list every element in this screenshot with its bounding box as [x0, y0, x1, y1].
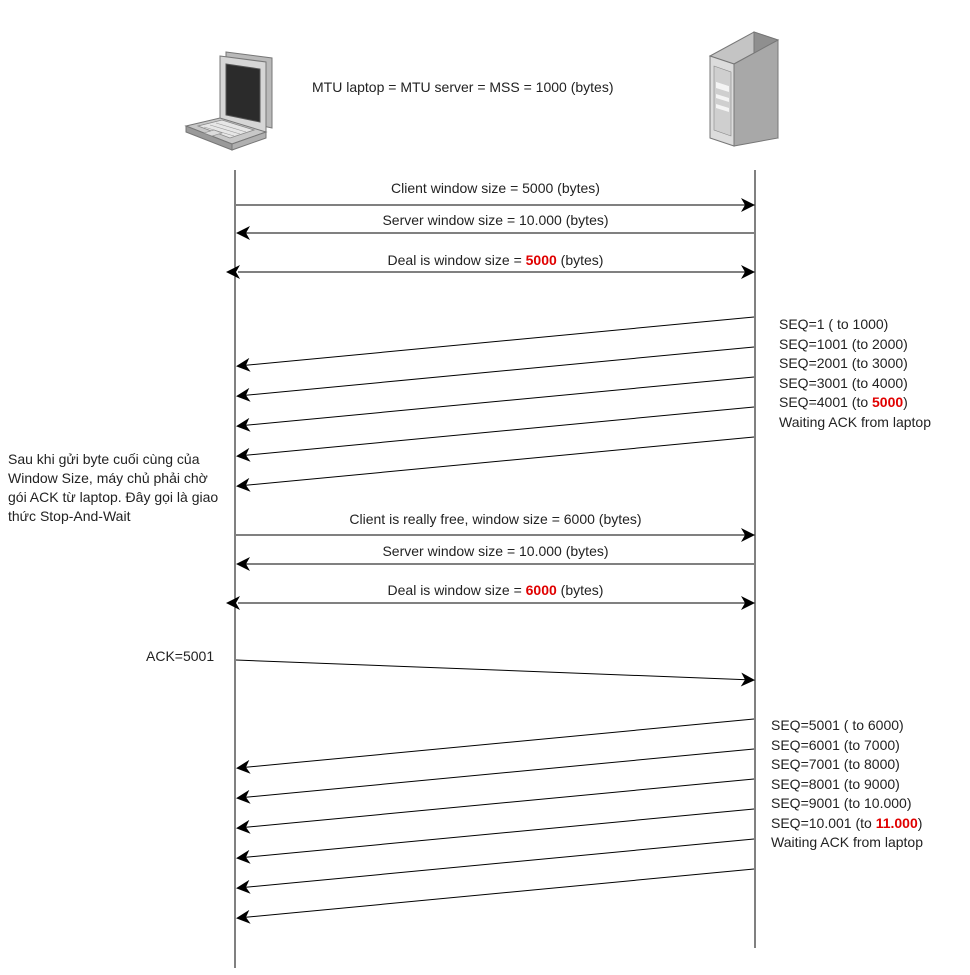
deal-window-label-2: Deal is window size = 6000 (bytes): [236, 581, 755, 601]
arrow-seq: [236, 376, 755, 432]
seq-label: SEQ=1001 (to 2000): [779, 335, 908, 352]
arrow-seq: [236, 436, 755, 492]
seq-label: SEQ=8001 (to 9000): [771, 775, 900, 792]
arrow-seq: [236, 868, 755, 924]
seq-label: SEQ=7001 (to 8000): [771, 756, 900, 772]
arrow-seq: [236, 748, 755, 804]
mtu-label: MTU laptop = MTU server = MSS = 1000 (by…: [312, 79, 614, 95]
deal-suffix: (bytes): [556, 252, 604, 268]
deal-value: 5000: [525, 252, 557, 268]
deal-prefix: Deal is window size =: [387, 582, 526, 598]
deal-value: 6000: [525, 582, 557, 598]
client-window-label: Client window size = 5000 (bytes): [391, 180, 600, 196]
seq-last-prefix: SEQ=10.001 (to: [771, 814, 876, 831]
deal-suffix: (bytes): [556, 582, 604, 598]
waiting-label: Waiting ACK from laptop: [771, 834, 923, 850]
seq-last-suffix: ): [917, 814, 923, 831]
seq-last-prefix: SEQ=4001 (to: [779, 394, 873, 410]
arrow-seq: [236, 778, 755, 834]
deal-window-label: Deal is window size = 5000 (bytes): [236, 251, 755, 271]
seq-list-2: SEQ=5001 ( to 6000) SEQ=6001 (to 7000) S…: [771, 716, 923, 853]
seq-label: SEQ=3001 (to 4000): [779, 374, 908, 391]
seq-label: SEQ=6001 (to 7000): [771, 736, 900, 753]
seq-last-suffix: ): [903, 394, 908, 410]
seq-label: SEQ=1 ( to 1000): [779, 316, 889, 332]
arrow-seq: [236, 808, 755, 864]
server-window-label: Server window size = 10.000 (bytes): [382, 212, 609, 228]
arrow-seq: [236, 406, 755, 462]
seq-label-last: SEQ=10.001 (to 11.000): [771, 814, 923, 834]
seq-label: SEQ=5001 ( to 6000): [771, 717, 904, 733]
laptop-icon: [184, 51, 273, 151]
arrow-seq: [236, 346, 755, 402]
arrow-seq: [236, 838, 755, 894]
arrow-seq: [236, 316, 755, 372]
server-window-label-2: Server window size = 10.000 (bytes): [382, 543, 609, 559]
waiting-label: Waiting ACK from laptop: [779, 413, 931, 430]
seq-label: SEQ=2001 (to 3000): [779, 355, 908, 371]
ack-label: ACK=5001: [146, 648, 215, 664]
deal-prefix: Deal is window size =: [387, 252, 526, 268]
client-window-label-2: Client is really free, window size = 600…: [349, 511, 642, 527]
seq-label-last: SEQ=4001 (to 5000): [779, 393, 931, 413]
stop-and-wait-note: Sau khi gửi byte cuối cùng của Window Si…: [8, 451, 219, 524]
server-icon: [708, 31, 780, 147]
seq-label: SEQ=9001 (to 10.000): [771, 795, 912, 811]
seq-last-value: 11.000: [875, 814, 918, 831]
seq-list-1: SEQ=1 ( to 1000) SEQ=1001 (to 2000) SEQ=…: [779, 315, 931, 432]
seq-last-value: 5000: [872, 394, 904, 410]
arrow-ack: [235, 659, 755, 687]
arrow-seq: [236, 718, 755, 774]
